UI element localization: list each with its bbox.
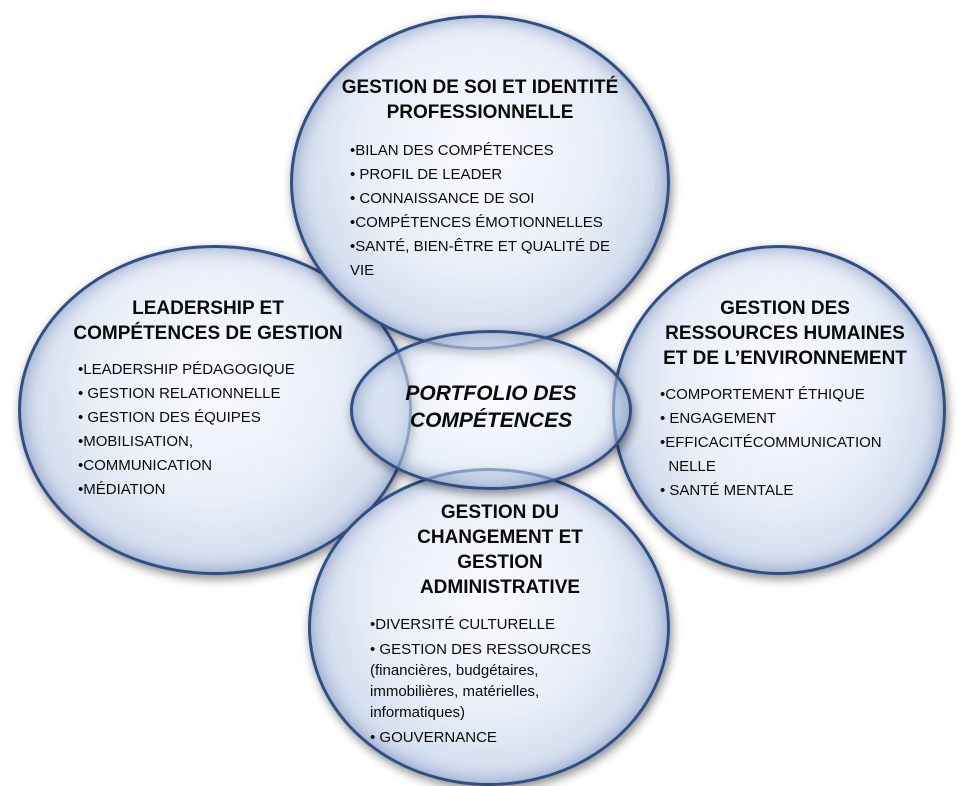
left-section: LEADERSHIP ET COMPÉTENCES DE GESTION •LE… xyxy=(68,296,348,502)
right-list: •COMPORTEMENT ÉTHIQUE • ENGAGEMENT •EFFI… xyxy=(660,383,910,503)
left-title: LEADERSHIP ET COMPÉTENCES DE GESTION xyxy=(73,298,343,344)
list-item: • GESTION DES RESSOURCES (financières, b… xyxy=(370,641,592,721)
list-item: • CONNAISSANCE DE SOI xyxy=(350,190,535,207)
left-list: •LEADERSHIP PÉDAGOGIQUE • GESTION RELATI… xyxy=(78,358,348,502)
bottom-list: •DIVERSITÉ CULTURELLE • GESTION DES RESS… xyxy=(370,614,620,748)
right-title: GESTION DES RESSOURCES HUMAINES ET DE L’… xyxy=(663,298,907,369)
bottom-title: GESTION DU CHANGEMENT ET GESTION ADMINIS… xyxy=(417,502,583,598)
list-item: •MOBILISATION, xyxy=(78,433,193,450)
list-item: •LEADERSHIP PÉDAGOGIQUE xyxy=(78,361,295,378)
list-item: •BILAN DES COMPÉTENCES xyxy=(350,142,554,159)
circle-center xyxy=(350,330,632,490)
center-section: PORTFOLIO DES COMPÉTENCES xyxy=(385,380,597,434)
list-item: • PROFIL DE LEADER xyxy=(350,166,503,183)
top-title: GESTION DE SOI ET IDENTITÉ PROFESSIONNEL… xyxy=(341,77,619,123)
center-title: PORTFOLIO DES COMPÉTENCES xyxy=(405,382,577,432)
list-item: • GOUVERNANCE xyxy=(370,729,497,746)
list-item: •MÉDIATION xyxy=(78,481,166,498)
list-item: •SANTÉ, BIEN-ÊTRE ET QUALITÉ DE VIE xyxy=(350,238,615,279)
list-item: • ENGAGEMENT xyxy=(660,410,777,427)
top-section: GESTION DE SOI ET IDENTITÉ PROFESSIONNEL… xyxy=(330,75,630,283)
list-item: •COMPÉTENCES ÉMOTIONNELLES xyxy=(350,214,603,231)
list-item: •COMMUNICATION xyxy=(78,457,213,474)
list-item: • SANTÉ MENTALE xyxy=(660,482,794,499)
circle-bottom xyxy=(308,468,670,786)
list-item: • GESTION DES ÉQUIPES xyxy=(78,409,261,426)
list-item: •EFFICACITÉCOMMUNICATION NELLE xyxy=(660,434,882,475)
top-list: •BILAN DES COMPÉTENCES • PROFIL DE LEADE… xyxy=(350,139,630,283)
list-item: •COMPORTEMENT ÉTHIQUE xyxy=(660,386,865,403)
right-section: GESTION DES RESSOURCES HUMAINES ET DE L’… xyxy=(660,296,910,503)
bottom-section: GESTION DU CHANGEMENT ET GESTION ADMINIS… xyxy=(370,500,620,748)
circle-right xyxy=(612,245,946,575)
list-item: •DIVERSITÉ CULTURELLE xyxy=(370,616,556,633)
list-item: • GESTION RELATIONNELLE xyxy=(78,385,281,402)
